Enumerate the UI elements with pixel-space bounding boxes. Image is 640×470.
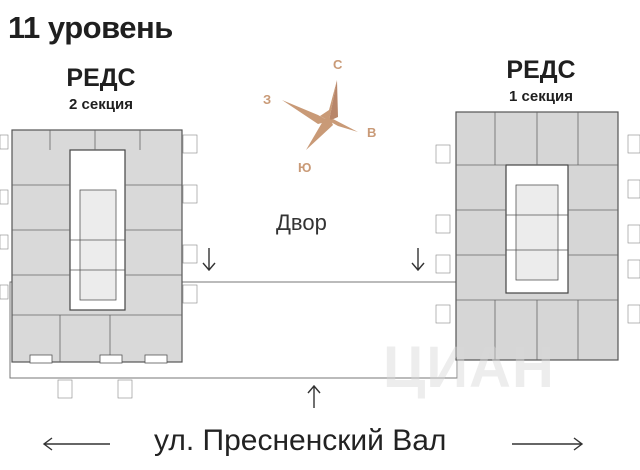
- compass-north-label: С: [333, 57, 343, 72]
- entrance-arrows: [42, 248, 584, 451]
- building-right-plan: [435, 111, 640, 361]
- street-label: ул. Пресненский Вал: [154, 424, 447, 457]
- arrow-up-street: [307, 384, 321, 408]
- building-left-plan: [0, 129, 198, 399]
- watermark: ЦИАН: [383, 335, 555, 400]
- level-title: 11 уровень: [8, 10, 173, 45]
- arrow-left-street: [42, 437, 110, 451]
- building-right-name: РЕДС: [506, 56, 576, 84]
- building-right-section: 1 секция: [509, 88, 573, 105]
- building-left-name: РЕДС: [66, 64, 136, 92]
- compass-east-label: В: [367, 125, 377, 140]
- compass-south-label: Ю: [298, 160, 312, 175]
- arrow-right-street: [512, 437, 584, 451]
- arrow-down-right: [411, 248, 425, 272]
- arrow-down-left: [202, 248, 216, 272]
- yard-label: Двор: [276, 210, 327, 235]
- building-left-section: 2 секция: [69, 96, 133, 113]
- compass-west-label: З: [263, 92, 272, 107]
